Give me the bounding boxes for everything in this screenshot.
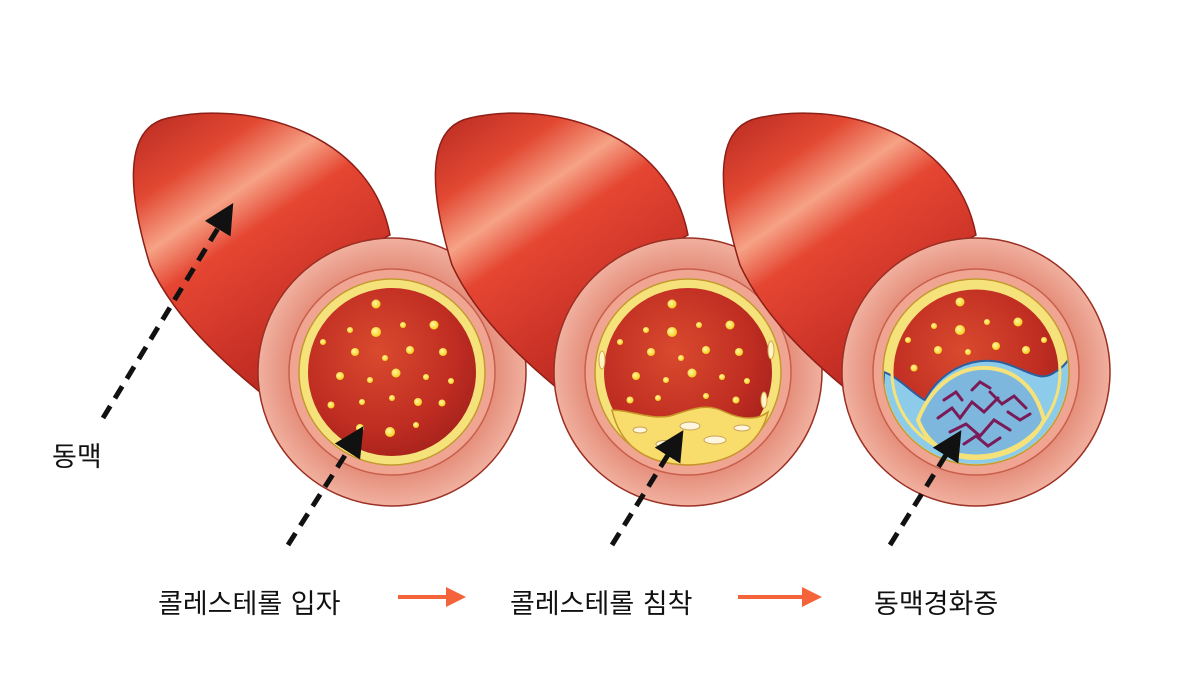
- stage-1-label: 콜레스테롤 입자: [158, 589, 341, 620]
- deposit-pointer-arrow: [609, 430, 684, 547]
- artery-segment-3: [722, 112, 1111, 507]
- artery-label: 동맥: [52, 442, 102, 473]
- plaque-pointer-arrow: [887, 430, 962, 547]
- stage-3-label: 동맥경화증: [874, 589, 999, 620]
- flow-arrow-2: [738, 587, 822, 607]
- cholesterol-particles: [617, 299, 750, 404]
- lining-rim: [890, 286, 1062, 458]
- flow-arrow-1: [398, 587, 466, 607]
- particle-pointer-arrow: [285, 426, 364, 547]
- flow-arrows: [398, 587, 822, 607]
- wall-cells: [598, 340, 775, 409]
- stage-2-label: 콜레스테롤 침착: [510, 589, 693, 620]
- pointer-arrows: [100, 203, 962, 547]
- plaque-fibers: [936, 380, 1032, 448]
- artery-segment-1: [132, 112, 527, 507]
- cholesterol-particles: [905, 297, 1047, 372]
- artery-segment-2: [434, 112, 823, 507]
- cholesterol-particles: [320, 299, 454, 437]
- artery-pointer-arrow: [100, 203, 234, 420]
